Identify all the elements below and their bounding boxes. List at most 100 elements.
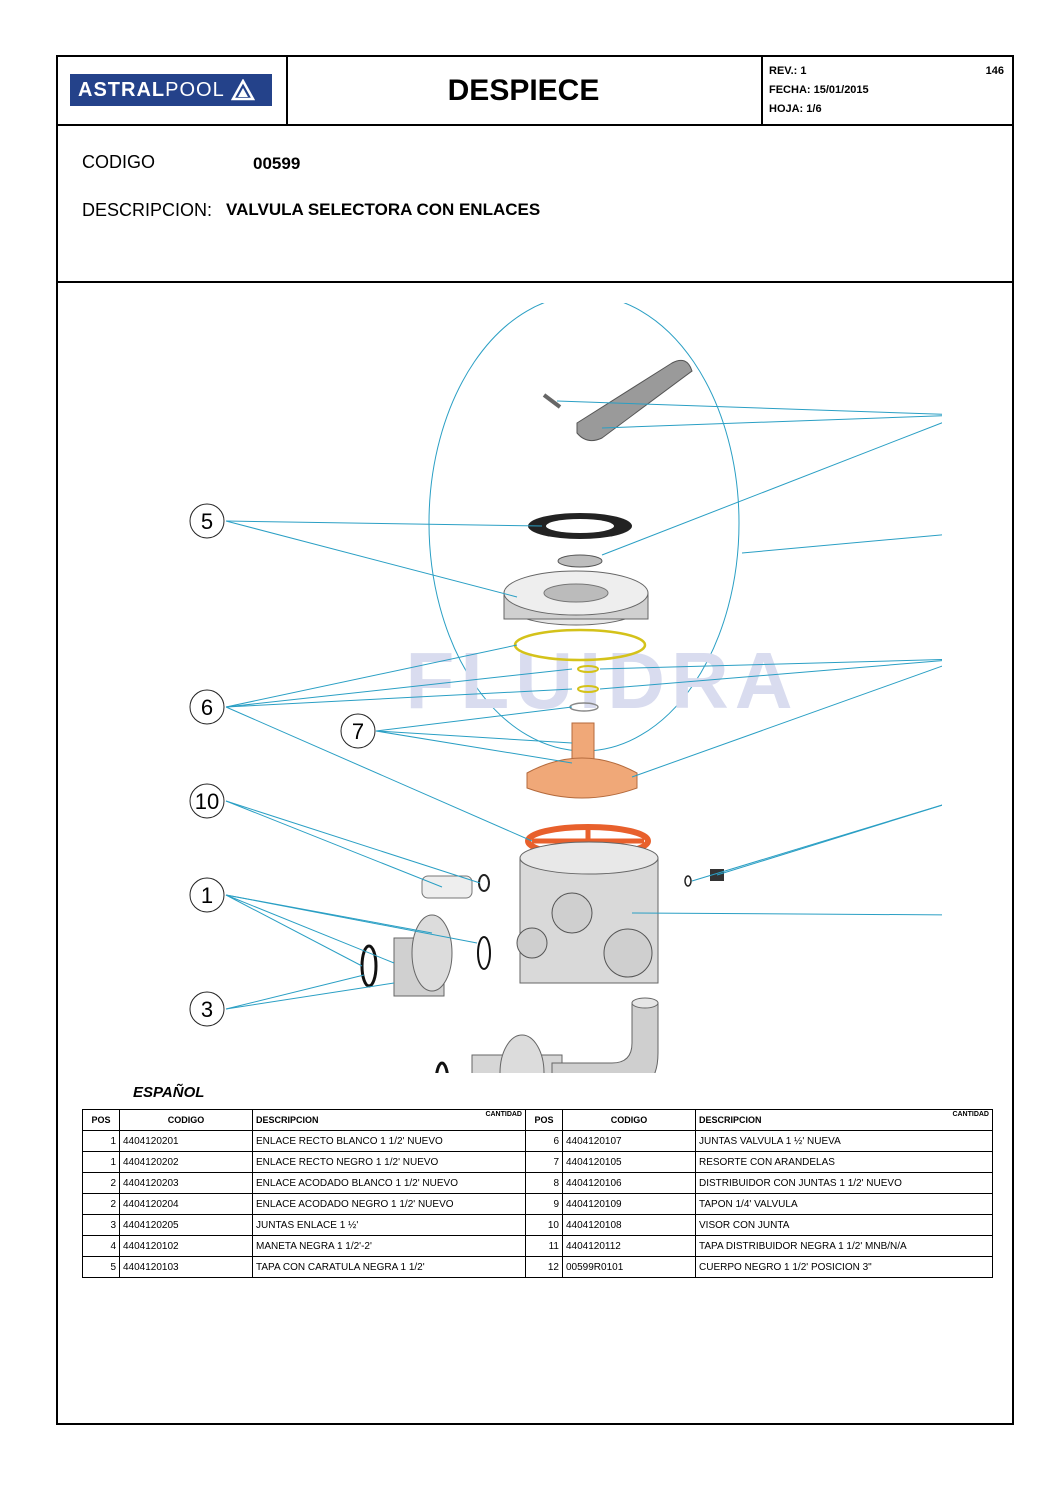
cell-code: 00599R0101 — [562, 1256, 696, 1278]
callout-10: 10 — [189, 783, 225, 819]
cell-desc: TAPA CON CARATULA NEGRA 1 1/2' — [252, 1256, 526, 1278]
cell-desc: RESORTE CON ARANDELAS — [695, 1151, 993, 1173]
cell-pos: 8 — [525, 1172, 563, 1194]
cell-code: 4404120103 — [119, 1256, 253, 1278]
header-descripcion-text-left: DESCRIPCION — [256, 1115, 319, 1125]
cell-code: 4404120109 — [562, 1193, 696, 1215]
header-cantidad-left: CANTIDAD — [485, 1111, 522, 1118]
cell-pos: 3 — [82, 1214, 120, 1236]
table-header-row: POS CODIGO DESCRIPCION CANTIDAD POS CODIG… — [82, 1109, 993, 1131]
header-descripcion-left: DESCRIPCION CANTIDAD — [252, 1109, 526, 1131]
part-cover — [503, 570, 649, 626]
header-codigo-right: CODIGO — [562, 1109, 696, 1131]
cell-desc: JUNTAS ENLACE 1 ½' — [252, 1214, 526, 1236]
cell-code: 4404120102 — [119, 1235, 253, 1257]
callout-7: 7 — [340, 713, 376, 749]
part-body — [516, 841, 659, 984]
header-pos-right: POS — [525, 1109, 563, 1131]
callout-6: 6 — [189, 689, 225, 725]
cell-desc: TAPON 1/4' VALVULA — [695, 1193, 993, 1215]
revision: REV.: 1 — [769, 65, 807, 77]
descripcion-label: DESCRIPCION: — [82, 200, 213, 220]
descripcion-value: VALVULA SELECTORA CON ENLACES — [226, 200, 541, 219]
cell-code: 4404120202 — [119, 1151, 253, 1173]
cell-desc: CUERPO NEGRO 1 1/2' POSICION 3" — [695, 1256, 993, 1278]
logo-triangle-icon — [230, 79, 255, 101]
cell-pos: 12 — [525, 1256, 563, 1278]
header-cantidad-right: CANTIDAD — [952, 1111, 989, 1118]
cell-desc: JUNTAS VALVULA 1 ½' NUEVA — [695, 1130, 993, 1152]
cell-desc: VISOR CON JUNTA — [695, 1214, 993, 1236]
codigo-label: CODIGO — [82, 152, 156, 172]
cell-desc: ENLACE ACODADO BLANCO 1 1/2' NUEVO — [252, 1172, 526, 1194]
cell-code: 4404120106 — [562, 1172, 696, 1194]
language-label: ESPAÑOL — [133, 1084, 205, 1101]
svg-text:6: 6 — [201, 695, 213, 720]
cell-desc: TAPA DISTRIBUIDOR NEGRA 1 1/2' MNB/N/A — [695, 1235, 993, 1257]
cell-pos: 4 — [82, 1235, 120, 1257]
cell-pos: 2 — [82, 1172, 120, 1194]
part-visor — [421, 875, 473, 899]
header-pos-left: POS — [82, 1109, 120, 1131]
cell-code: 4404120203 — [119, 1172, 253, 1194]
fecha: FECHA: 15/01/2015 — [769, 84, 869, 96]
cell-code: 4404120204 — [119, 1193, 253, 1215]
part-straight-union — [360, 914, 491, 997]
cell-pos: 6 — [525, 1130, 563, 1152]
info-row: CODIGO 00599 DESCRIPCION: VALVULA SELECT… — [58, 124, 1012, 283]
cell-pos: 7 — [525, 1151, 563, 1173]
cell-pos: 1 — [82, 1130, 120, 1152]
cell-code: 4404120201 — [119, 1130, 253, 1152]
svg-text:10: 10 — [195, 789, 219, 814]
cell-desc: MANETA NEGRA 1 1/2'-2' — [252, 1235, 526, 1257]
cell-desc: DISTRIBUIDOR CON JUNTAS 1 1/2' NUEVO — [695, 1172, 993, 1194]
page-number: 146 — [985, 65, 1004, 77]
cell-desc: ENLACE ACODADO NEGRO 1 1/2' NUEVO — [252, 1193, 526, 1215]
header-descripcion-text-right: DESCRIPCION — [699, 1115, 762, 1125]
cell-pos: 1 — [82, 1151, 120, 1173]
cell-code: 4404120112 — [562, 1235, 696, 1257]
cell-pos: 11 — [525, 1235, 563, 1257]
part-distributor — [526, 722, 638, 799]
callout-5: 5 — [189, 503, 225, 539]
cell-pos: 9 — [525, 1193, 563, 1215]
page-title: DESPIECE — [286, 57, 763, 124]
svg-text:7: 7 — [352, 719, 364, 744]
cell-code: 4404120107 — [562, 1130, 696, 1152]
svg-text:5: 5 — [201, 509, 213, 534]
svg-text:3: 3 — [201, 997, 213, 1022]
header-codigo-left: CODIGO — [119, 1109, 253, 1131]
cell-desc: ENLACE RECTO BLANCO 1 1/2' NUEVO — [252, 1130, 526, 1152]
cell-code: 4404120205 — [119, 1214, 253, 1236]
callout-3: 3 — [189, 991, 225, 1027]
hoja: HOJA: 1/6 — [769, 103, 822, 115]
exploded-diagram: FLUIDRA — [132, 303, 942, 1073]
leader-lines — [225, 400, 942, 1010]
codigo-value: 00599 — [253, 154, 301, 173]
cell-code: 4404120108 — [562, 1214, 696, 1236]
part-elbow-union — [435, 997, 659, 1073]
revision-block: REV.: 1 FECHA: 15/01/2015 HOJA: 1/6 146 — [761, 57, 1012, 124]
logo-text-bold: ASTRAL — [78, 78, 166, 101]
parts-table: POS CODIGO DESCRIPCION CANTIDAD POS CODIG… — [82, 1109, 993, 1278]
cell-pos: 10 — [525, 1214, 563, 1236]
cell-desc: ENLACE RECTO NEGRO 1 1/2' NUEVO — [252, 1151, 526, 1173]
cell-code: 4404120105 — [562, 1151, 696, 1173]
callout-1: 1 — [189, 877, 225, 913]
header-descripcion-right: DESCRIPCION CANTIDAD — [695, 1109, 993, 1131]
cell-pos: 5 — [82, 1256, 120, 1278]
cell-pos: 2 — [82, 1193, 120, 1215]
svg-text:1: 1 — [201, 883, 213, 908]
logo-text-light: POOL — [165, 78, 225, 101]
